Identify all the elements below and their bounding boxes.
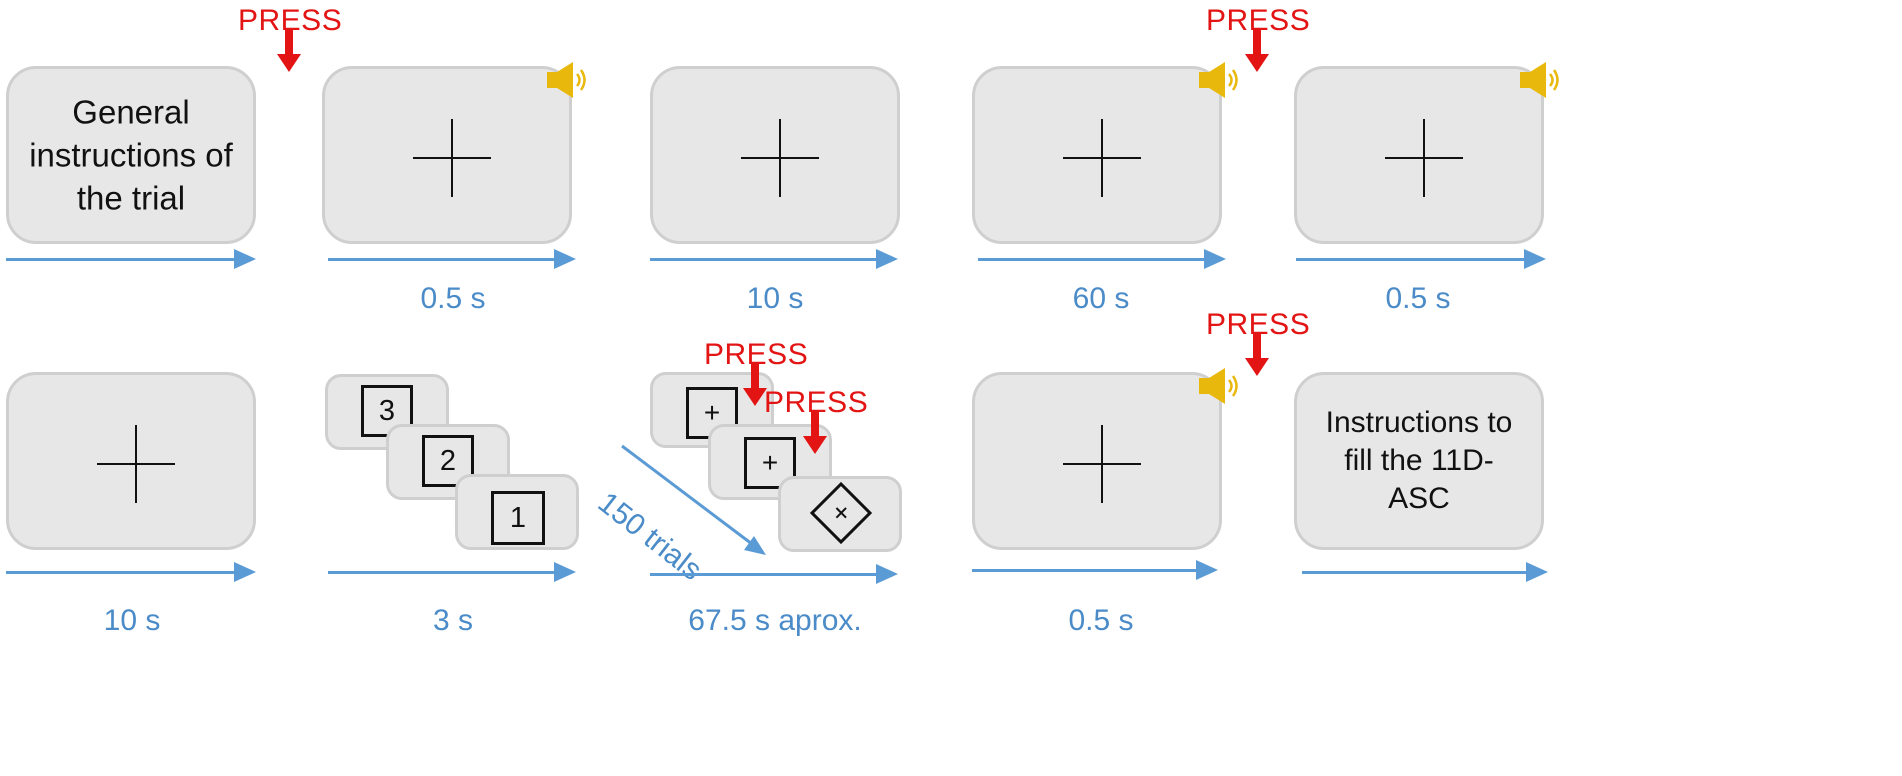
countdown-number: 2 [422, 435, 474, 487]
speaker-icon [547, 62, 586, 98]
red-down-arrow-icon [277, 30, 301, 74]
speaker-icon [1520, 62, 1559, 98]
red-down-arrow-icon [743, 364, 767, 408]
panel-fixation-1 [322, 66, 572, 244]
fixation-cross-icon [741, 119, 819, 197]
panel-fixation-5 [6, 372, 256, 550]
panel-fixation-3 [972, 66, 1222, 244]
trial-stimulus: + [744, 437, 796, 489]
duration-label: 0.5 s [420, 282, 486, 315]
speaker-icon [1199, 368, 1238, 404]
panel-fixation-6 [972, 372, 1222, 550]
red-down-arrow-icon [1245, 30, 1269, 74]
duration-label: 0.5 s [1068, 604, 1134, 637]
red-down-arrow-icon [803, 412, 827, 456]
fixation-cross-icon [1063, 425, 1141, 503]
fixation-cross-icon [1385, 119, 1463, 197]
fixation-cross-icon [413, 119, 491, 197]
asc-instructions-text: Instructions to fill the 11D-ASC [1325, 406, 1513, 515]
speaker-icon [1199, 62, 1238, 98]
panel-fixation-2 [650, 66, 900, 244]
red-down-arrow-icon [1245, 334, 1269, 378]
duration-label: 10 s [103, 604, 161, 637]
countdown-card-1: 1 [455, 474, 579, 550]
fixation-cross-icon [1063, 119, 1141, 197]
duration-label: 3 s [432, 604, 474, 637]
general-instructions-text: General instructions of the trial [29, 93, 233, 217]
countdown-number: 3 [361, 385, 413, 437]
fixation-cross-icon [97, 425, 175, 503]
panel-fixation-4 [1294, 66, 1544, 244]
duration-label: 60 s [1072, 282, 1130, 315]
duration-label: 67.5 s aprox. [688, 604, 862, 637]
trial-card-3: + [778, 476, 902, 552]
duration-label: 10 s [746, 282, 804, 315]
duration-label: 0.5 s [1385, 282, 1451, 315]
panel-general-instructions: General instructions of the trial [6, 66, 256, 244]
panel-asc-instructions: Instructions to fill the 11D-ASC [1294, 372, 1544, 550]
countdown-number: 1 [491, 491, 545, 545]
